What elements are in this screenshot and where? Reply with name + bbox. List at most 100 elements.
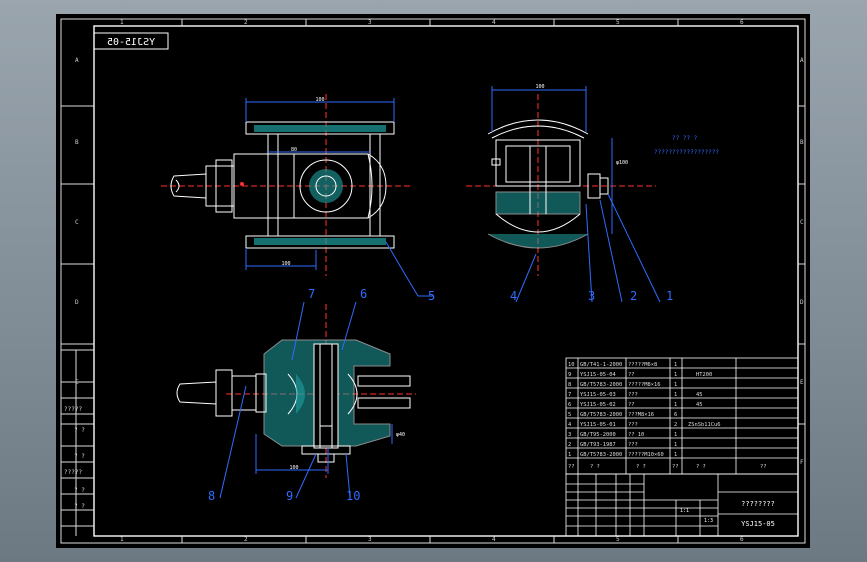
bom-row: 7 YSJ15-05-03 ??? 1 45 (568, 392, 703, 398)
row-label-e: E (75, 379, 79, 386)
col-label-3b: 3 (368, 536, 372, 543)
bom-row: 3 GB/T95-2000 ?? 10 1 (568, 432, 677, 438)
bom-qty: 6 (674, 412, 677, 418)
col-label-6: 6 (740, 19, 744, 26)
bom-no: 6 (568, 402, 571, 408)
col-label-2: 2 (244, 19, 248, 26)
bom-qty: 1 (674, 442, 677, 448)
bom-header-name: ? ? (636, 464, 646, 470)
dim-front-top: 100 (315, 97, 324, 103)
bom-qty: 1 (674, 362, 677, 368)
bom-name: ?? (628, 372, 635, 378)
inner-border (93, 25, 799, 537)
bom-mat: ZSnSb11Cu6 (688, 422, 720, 428)
bom-no: 1 (568, 452, 571, 458)
bom-row: 5 GB/T5783-2000 ???M8×16 6 (568, 412, 677, 418)
dim-section-bottom: 100 (289, 465, 298, 471)
row-label-a-r: A (800, 57, 804, 64)
callout-10: 10 (346, 489, 360, 503)
grid-labels: 1 2 3 4 5 6 1 2 3 4 5 6 A B C D E A B C … (75, 19, 804, 543)
bom-code: GB/T41-1-2000 (580, 362, 622, 368)
side-view (466, 86, 661, 303)
bom-code: YSJ15-05-03 (580, 392, 616, 398)
row-label-c-r: C (800, 219, 804, 226)
side-label-3: ????? (64, 469, 82, 476)
bom-qty: 1 (674, 402, 677, 408)
bom-name: ???M8×16 (628, 412, 654, 418)
side-label-0: ????? (64, 406, 82, 413)
row-label-b: B (75, 139, 79, 146)
sheet-label: 1:3 (704, 518, 713, 524)
bom-no: 3 (568, 432, 571, 438)
bom-no: 7 (568, 392, 571, 398)
col-label-3: 3 (368, 19, 372, 26)
code-box (93, 32, 169, 50)
drawing-svg: 1 2 3 4 5 6 1 2 3 4 5 6 A B C D E A B C … (60, 18, 806, 544)
bom-header-qty: ?? (672, 464, 679, 470)
side-stamp-labels: ????? ? ? ? ? ????? ? ? ? ? (64, 406, 85, 510)
drawing-canvas[interactable]: 1 2 3 4 5 6 1 2 3 4 5 6 A B C D E A B C … (56, 14, 810, 548)
bom-mat: 45 (696, 392, 703, 398)
bom-qty: 1 (674, 452, 677, 458)
row-label-f-r: F (800, 459, 804, 466)
bom-qty: 1 (674, 432, 677, 438)
drawing-code: YSJ15-05 (741, 520, 775, 528)
callout-8: 8 (208, 489, 215, 503)
side-label-4: ? ? (74, 487, 85, 494)
row-label-e-r: E (800, 379, 804, 386)
row-label-c: C (75, 219, 79, 226)
bom-code: YSJ15-05-01 (580, 422, 616, 428)
callout-6: 6 (360, 287, 367, 301)
bom-rows: 10 GB/T41-1-2000 ?????M6×8 1 9 YSJ15-05-… (568, 362, 767, 470)
col-label-5: 5 (616, 19, 620, 26)
bom-no: 9 (568, 372, 571, 378)
bom-code: GB/T5783-2000 (580, 452, 622, 458)
col-label-4b: 4 (492, 536, 496, 543)
bom-header-remark: ?? (760, 464, 767, 470)
bom-no: 10 (568, 362, 575, 368)
bom-code: GB/T93-1987 (580, 442, 616, 448)
dim-front-inner: 80 (291, 147, 297, 153)
bom-code: GB/T5783-2000 (580, 412, 622, 418)
bom-no: 4 (568, 422, 571, 428)
bom-row: 8 GB/T5783-2000 ?????M8×16 1 (568, 382, 677, 388)
bom-row: 9 YSJ15-05-04 ?? 1 HT200 (568, 372, 712, 378)
bom-name: ?????M8×16 (628, 382, 660, 388)
section-view (176, 301, 416, 499)
bom-row: 2 GB/T93-1987 ??? 1 (568, 442, 677, 448)
dim-side-right: φ100 (616, 160, 628, 166)
side-label-5: ? ? (74, 503, 85, 510)
annotation-top: ?? ?? ? (672, 135, 698, 142)
drawing-name: ???????? (741, 500, 775, 508)
side-label-1: ? ? (74, 427, 85, 434)
col-label-5b: 5 (616, 536, 620, 543)
bom-qty: 2 (674, 422, 677, 428)
bom-row: 6 YSJ15-05-02 ?? 1 45 (568, 402, 703, 408)
bom-qty: 1 (674, 372, 677, 378)
bom-mat: HT200 (696, 372, 712, 378)
bom-row: 10 GB/T41-1-2000 ?????M6×8 1 (568, 362, 677, 368)
callout-1: 1 (666, 289, 673, 303)
row-label-d-r: D (800, 299, 804, 306)
bom-no: 8 (568, 382, 571, 388)
bom-qty: 1 (674, 392, 677, 398)
bom-no: 2 (568, 442, 571, 448)
col-label-6b: 6 (740, 536, 744, 543)
bom-code: GB/T5783-2000 (580, 382, 622, 388)
annotation-dots: ?????????????????? (654, 149, 719, 156)
callout-7: 7 (308, 287, 315, 301)
grid-ticks (61, 19, 805, 543)
bom-name: ??? (628, 422, 638, 428)
col-label-1: 1 (120, 19, 124, 26)
side-label-2: ? ? (74, 453, 85, 460)
bom-name: ?? (628, 402, 635, 408)
bom-table (565, 357, 799, 537)
scale-label: 1:1 (680, 508, 689, 514)
bom-name: ??? (628, 392, 638, 398)
callout-5: 5 (428, 289, 435, 303)
dim-side-top: 100 (535, 84, 544, 90)
bom-name: ?????M10×60 (628, 452, 664, 458)
dim-front-bottom: 100 (281, 261, 290, 267)
col-label-1b: 1 (120, 536, 124, 543)
